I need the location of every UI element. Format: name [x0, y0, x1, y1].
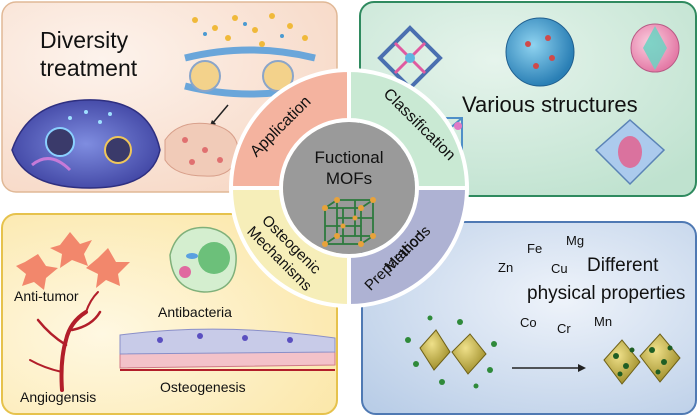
arrow-down-icon: [211, 104, 229, 125]
bone-tissue-icon: [119, 328, 336, 371]
tr-title: Various structures: [462, 92, 638, 117]
element-cu: Cu: [551, 261, 568, 276]
center-title-line1: Fuctional: [315, 148, 384, 167]
ring-segment-preparation: [347, 186, 470, 309]
element-zn: Zn: [498, 260, 513, 275]
octahedron-cage-icon: [594, 118, 666, 186]
antibacteria-label: Antibacteria: [158, 304, 232, 320]
tumor-cells-icon: [16, 232, 130, 290]
tl-title-line1: Diversity: [40, 27, 129, 53]
ring-segment-osteogenic: [228, 186, 351, 309]
arrow-right-icon: [512, 364, 586, 372]
ring-segment-classification: [347, 67, 470, 190]
mof-crystal-lattice-icon: [322, 197, 376, 247]
element-co: Co: [520, 315, 537, 330]
anti-tumor-label: Anti-tumor: [14, 288, 79, 304]
porous-sphere-icon: [505, 17, 575, 87]
ring-segment-application: [228, 67, 351, 190]
element-cr: Cr: [557, 321, 571, 336]
blood-vessel-branch-icon: [29, 291, 102, 392]
octahedron-crystals-icon: [405, 315, 497, 389]
center-title-line2: MOFs: [326, 169, 372, 188]
element-mg: Mg: [566, 233, 584, 248]
element-mn: Mn: [594, 314, 612, 329]
decorated-crystals-icon: [603, 333, 681, 385]
br-title-line2: physical properties: [527, 283, 685, 304]
core-shell-sphere-icon: [630, 23, 680, 73]
center-circle: [283, 122, 415, 254]
central-ring: [228, 67, 470, 309]
tl-title-line2: treatment: [40, 55, 138, 81]
angiogensis-label: Angiogensis: [20, 389, 96, 405]
osteogenesis-label: Osteogenesis: [160, 379, 246, 395]
br-title-line1: Different: [587, 255, 659, 276]
bacteria-cell-icon: [169, 226, 237, 293]
tumor-tissue-illustration: [164, 122, 239, 177]
element-fe: Fe: [527, 241, 542, 256]
cancer-cell-illustration: [11, 99, 161, 189]
